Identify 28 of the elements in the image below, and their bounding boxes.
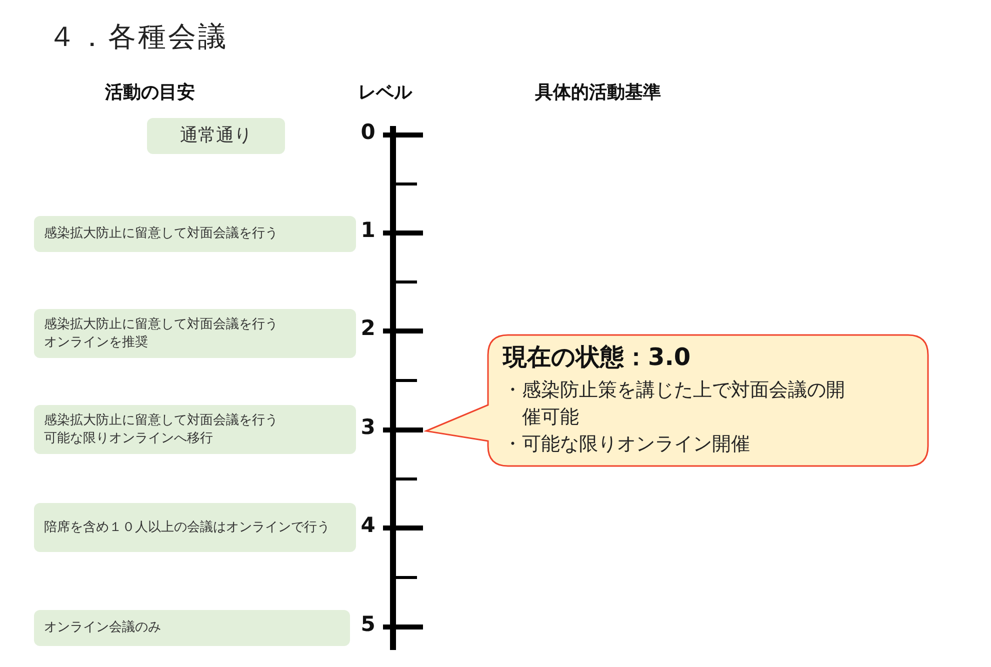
box-text: 感染拡大防止に留意して対面会議を行う bbox=[44, 412, 279, 430]
box-text: オンラインを推奨 bbox=[44, 334, 149, 352]
title: ４．各種会議 bbox=[48, 19, 228, 55]
level-number: 5 bbox=[360, 612, 376, 636]
box-text: オンライン会議のみ bbox=[44, 619, 162, 637]
box-text: 感染拡大防止に留意して対面会議を行う bbox=[44, 225, 279, 243]
box-text: 可能な限りオンラインへ移行 bbox=[44, 430, 214, 448]
column-header: レベル bbox=[358, 81, 412, 104]
level-number: 3 bbox=[360, 415, 376, 439]
level-number: 0 bbox=[360, 120, 376, 144]
level-box bbox=[34, 309, 356, 358]
level-number: 4 bbox=[360, 513, 376, 537]
bubble-heading: 現在の状態：3.0 bbox=[503, 342, 691, 373]
bullet-text: ・感染防止策を講じた上で対面会議の開催可能 bbox=[503, 378, 846, 430]
level-number: 2 bbox=[360, 316, 376, 340]
box-text: 通常通り bbox=[180, 127, 252, 145]
level-box bbox=[34, 503, 356, 552]
level-box bbox=[34, 405, 356, 454]
level-box bbox=[147, 118, 285, 154]
column-header: 具体的活動基準 bbox=[535, 81, 661, 104]
box-text: 感染拡大防止に留意して対面会議を行う bbox=[44, 316, 279, 334]
level-number: 1 bbox=[360, 218, 376, 242]
level-box bbox=[34, 216, 356, 252]
level-box bbox=[34, 610, 350, 646]
box-text: 陪席を含め１０人以上の会議はオンラインで行う bbox=[44, 518, 331, 536]
speech-bubble bbox=[424, 333, 932, 469]
column-header: 活動の目安 bbox=[105, 81, 195, 104]
bullet-text: ・可能な限りオンライン開催 bbox=[503, 432, 751, 457]
